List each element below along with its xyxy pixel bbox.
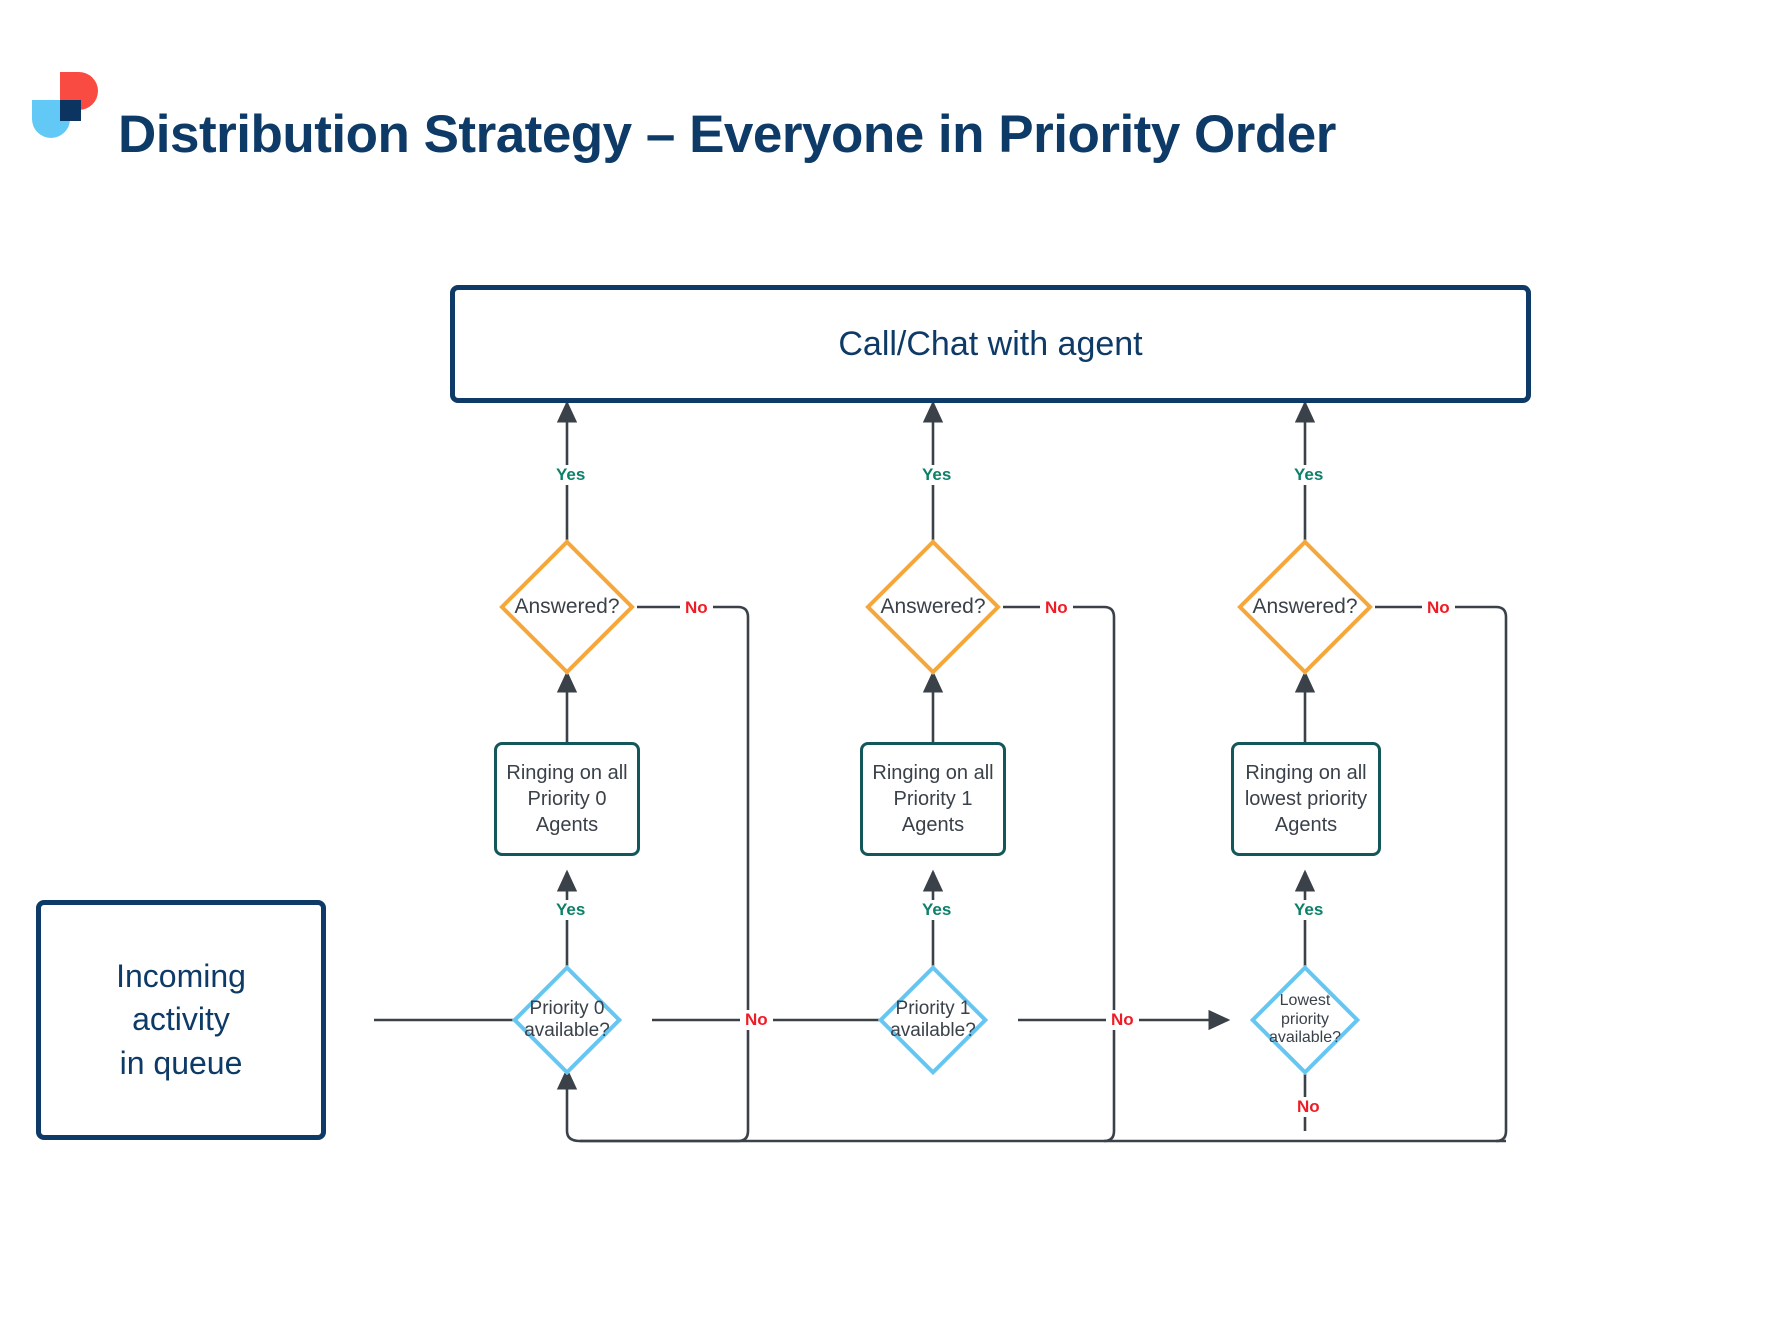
terminal-label: Call/Chat with agent	[838, 324, 1143, 363]
edge-label-available-0-no: No	[740, 1010, 773, 1030]
edge-label-available-1-no: No	[1106, 1010, 1139, 1030]
decision-priority-1-line2: available?	[890, 1020, 976, 1041]
decision-answered-1-label: Answered?	[880, 594, 986, 618]
start-incoming-activity-box[interactable]: Incoming activity in queue	[36, 900, 326, 1140]
decision-answered-0-label: Answered?	[514, 594, 620, 618]
decision-priority-0-available-label: Priority 0 available?	[498, 981, 636, 1059]
decision-answered-2[interactable]: Answered?	[1237, 539, 1373, 675]
logo-navy-square	[60, 100, 81, 121]
process-ringing-1-line3: Agents	[901, 814, 965, 836]
process-ringing-2[interactable]: Ringing on all lowest priority Agents	[1231, 742, 1381, 856]
decision-answered-1[interactable]: Answered?	[865, 539, 1001, 675]
decision-priority-1-line1: Priority 1	[895, 997, 971, 1019]
decision-lowest-line2: priority	[1280, 1010, 1329, 1028]
process-ringing-0-line2: Priority 0	[527, 788, 607, 810]
process-ringing-1[interactable]: Ringing on all Priority 1 Agents	[860, 742, 1006, 856]
page-title: Distribution Strategy – Everyone in Prio…	[118, 105, 1336, 164]
edge-label-answered-0-yes: Yes	[551, 465, 591, 485]
start-label-line3: in queue	[119, 1044, 243, 1081]
decision-answered-0[interactable]: Answered?	[499, 539, 635, 675]
terminal-call-chat-box[interactable]: Call/Chat with agent	[450, 285, 1531, 403]
edge-label-available-1-yes: Yes	[917, 900, 957, 920]
process-ringing-0-line1: Ringing on all	[506, 762, 628, 784]
start-label-line2: activity	[132, 1001, 230, 1038]
process-ringing-0[interactable]: Ringing on all Priority 0 Agents	[494, 742, 640, 856]
decision-priority-0-line1: Priority 0	[529, 997, 605, 1019]
edge-label-answered-1-no: No	[1040, 598, 1073, 618]
edge-label-answered-1-yes: Yes	[917, 465, 957, 485]
edge-label-available-2-no: No	[1292, 1097, 1325, 1117]
process-ringing-0-line3: Agents	[535, 814, 599, 836]
decision-priority-0-line2: available?	[524, 1020, 610, 1041]
company-logo	[32, 72, 98, 138]
edge-label-answered-2-no: No	[1422, 598, 1455, 618]
process-ringing-2-line2: lowest priority	[1244, 788, 1368, 810]
edge-label-answered-2-yes: Yes	[1289, 465, 1329, 485]
edge-label-available-2-yes: Yes	[1289, 900, 1329, 920]
decision-priority-0-available[interactable]: Priority 0 available?	[511, 964, 623, 1076]
decision-lowest-priority-available[interactable]: Lowest priority available?	[1249, 964, 1361, 1076]
decision-priority-1-available[interactable]: Priority 1 available?	[877, 964, 989, 1076]
edge-label-answered-0-no: No	[680, 598, 713, 618]
start-label-line1: Incoming	[116, 958, 246, 995]
decision-lowest-line1: Lowest	[1279, 991, 1331, 1009]
process-ringing-2-line3: Agents	[1274, 814, 1338, 836]
decision-answered-2-label: Answered?	[1252, 594, 1358, 618]
decision-lowest-priority-available-label: Lowest priority available?	[1236, 981, 1374, 1059]
decision-priority-1-available-label: Priority 1 available?	[864, 981, 1002, 1059]
process-ringing-1-line1: Ringing on all	[872, 762, 994, 784]
edge-label-available-0-yes: Yes	[551, 900, 591, 920]
decision-lowest-line3: available?	[1268, 1029, 1342, 1047]
process-ringing-2-line1: Ringing on all	[1245, 762, 1367, 784]
process-ringing-1-line2: Priority 1	[893, 788, 973, 810]
